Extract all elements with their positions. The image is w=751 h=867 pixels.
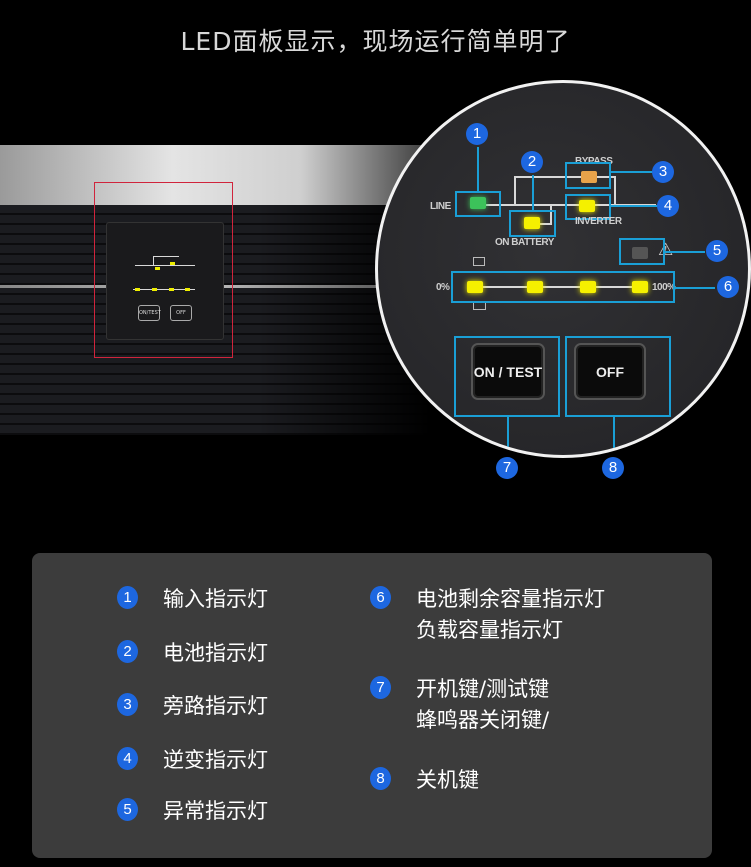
panel-zoom-circle: LINE ON BATTERY BYPASS INVERTER ⚠ 0% 100… bbox=[375, 80, 751, 458]
badge-6: 6 bbox=[717, 276, 739, 298]
badge-7: 7 bbox=[496, 457, 518, 479]
inverter-label: INVERTER bbox=[575, 216, 622, 227]
off-frame bbox=[565, 336, 671, 417]
level-led-2 bbox=[527, 281, 543, 293]
line-led bbox=[470, 197, 486, 209]
on-test-button[interactable]: ON / TEST bbox=[471, 343, 545, 400]
fault-led bbox=[632, 247, 648, 259]
page-title: LED面板显示，现场运行简单明了 bbox=[180, 27, 571, 56]
inverter-led bbox=[579, 200, 595, 212]
battery-led bbox=[524, 217, 540, 229]
badge-4: 4 bbox=[657, 195, 679, 217]
badge-1: 1 bbox=[466, 123, 488, 145]
inverter-led-frame bbox=[565, 194, 611, 220]
battery-icon bbox=[473, 302, 486, 310]
level-frame bbox=[451, 271, 675, 303]
battery-led-frame bbox=[509, 210, 556, 237]
fault-led-frame bbox=[619, 238, 665, 265]
badge-2: 2 bbox=[521, 151, 543, 173]
percent-min-label: 0% bbox=[436, 282, 450, 293]
percent-max-label: 100% bbox=[652, 282, 676, 293]
off-button[interactable]: OFF bbox=[574, 343, 646, 400]
badge-3: 3 bbox=[652, 161, 674, 183]
highlight-frame bbox=[94, 182, 233, 358]
badge-5: 5 bbox=[706, 240, 728, 262]
badge-8: 8 bbox=[602, 457, 624, 479]
level-led-1 bbox=[467, 281, 483, 293]
level-led-4 bbox=[632, 281, 648, 293]
mini-off-button: OFF bbox=[170, 305, 192, 321]
bypass-led-frame bbox=[565, 162, 611, 189]
mini-on-test-button: ON/TEST bbox=[138, 305, 161, 321]
line-led-frame bbox=[455, 191, 501, 217]
on-battery-label: ON BATTERY bbox=[495, 237, 554, 248]
bypass-label: BYPASS bbox=[575, 156, 613, 167]
load-icon bbox=[473, 257, 485, 266]
line-label: LINE bbox=[430, 201, 451, 212]
warning-triangle-icon: ⚠ bbox=[658, 240, 674, 260]
bypass-led bbox=[581, 171, 597, 183]
on-test-frame bbox=[454, 336, 560, 417]
mini-led-panel: ON/TEST OFF bbox=[106, 222, 224, 340]
level-led-3 bbox=[580, 281, 596, 293]
